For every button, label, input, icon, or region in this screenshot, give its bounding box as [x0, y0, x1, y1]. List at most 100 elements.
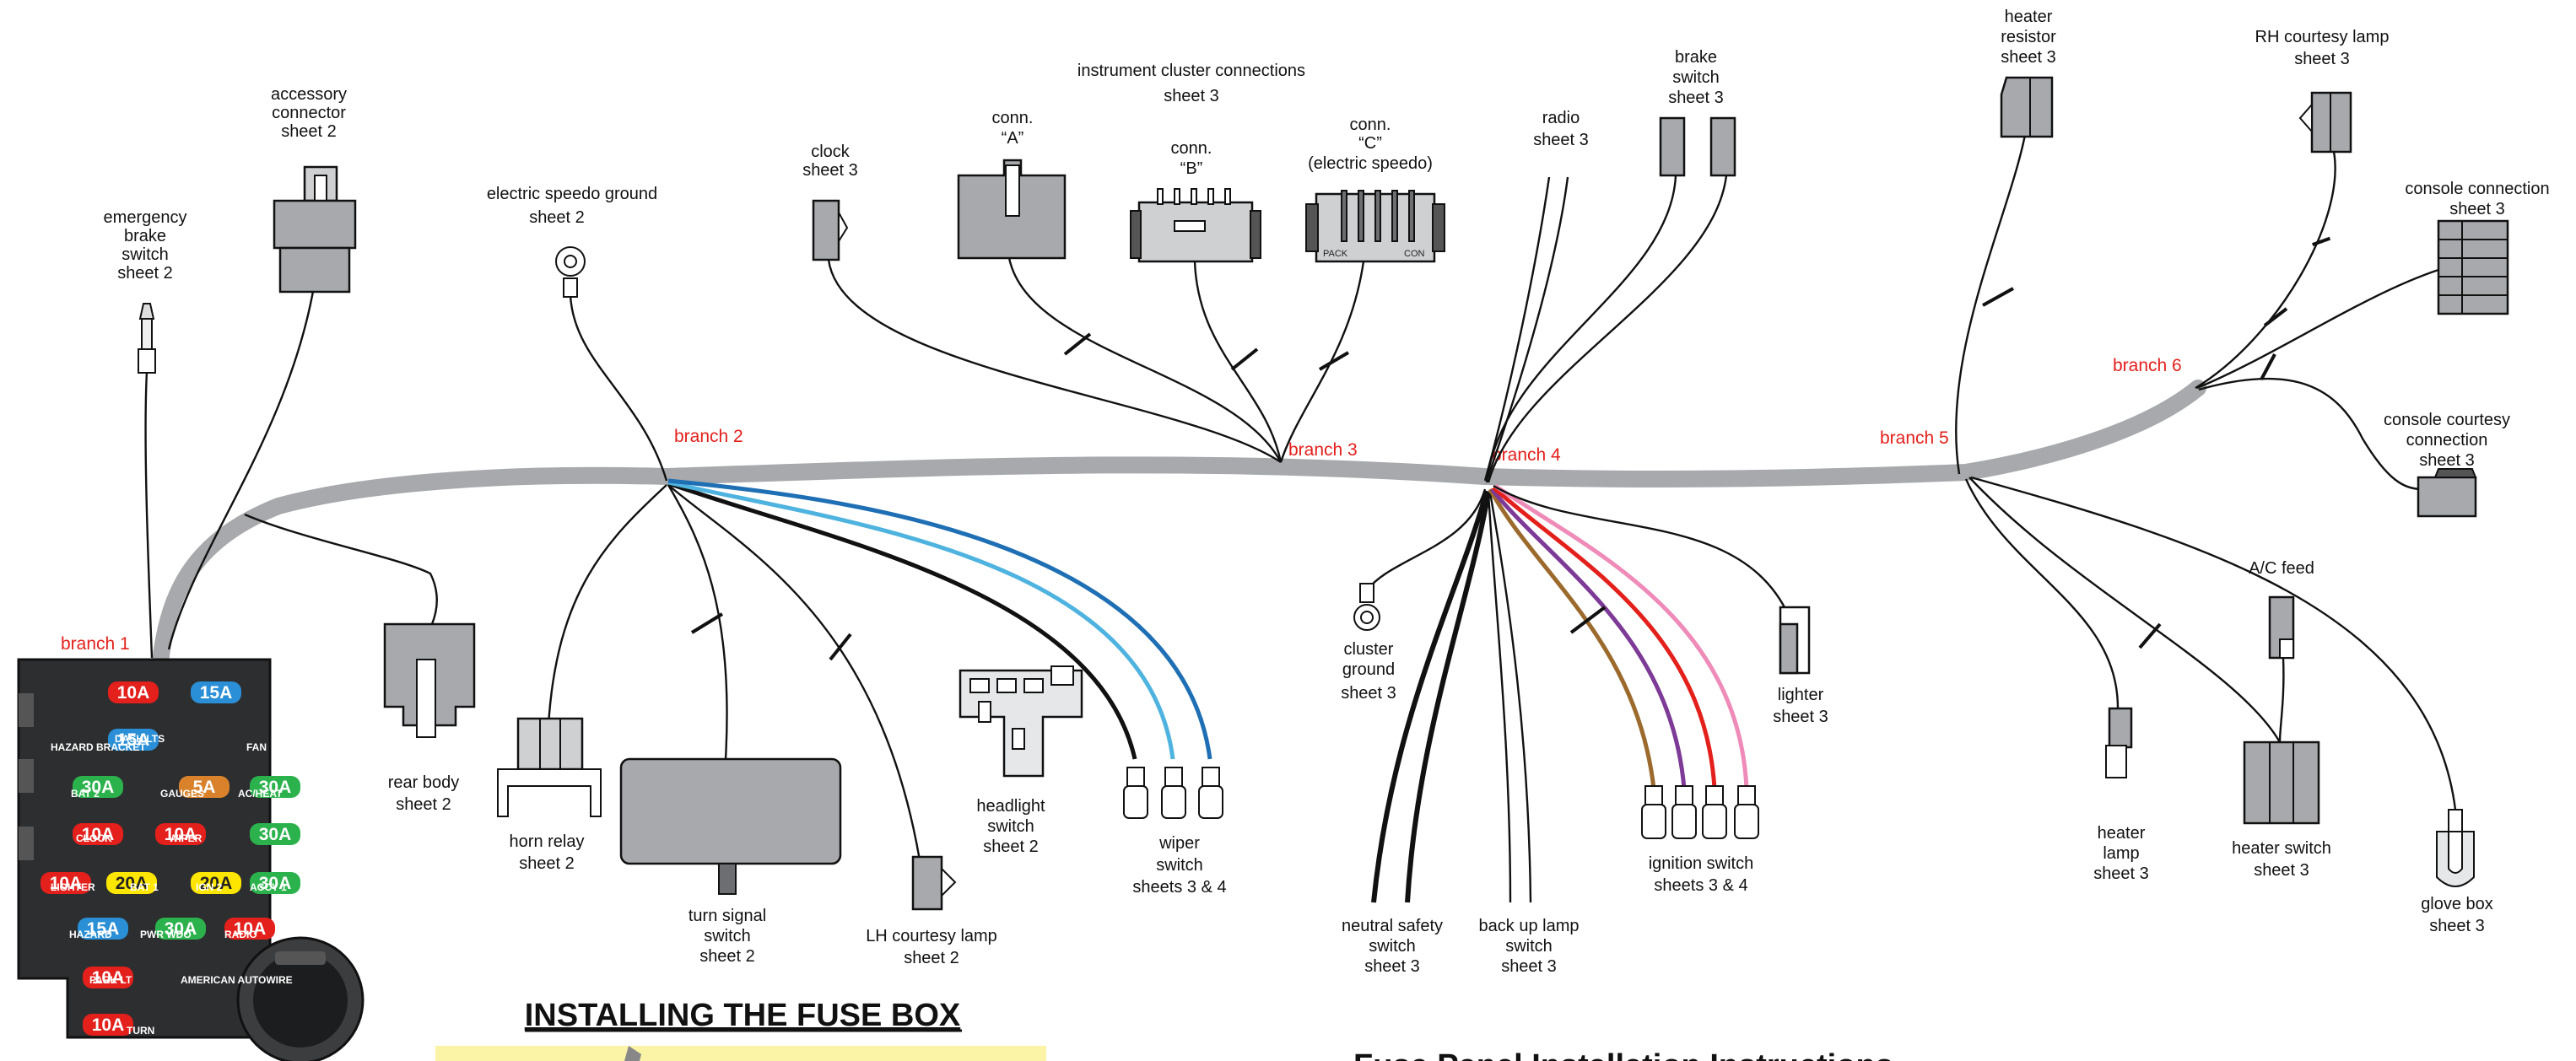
fuse-7-rating: 10A	[82, 825, 115, 844]
neutral-safety-switch: neutral safety switch sheet 3	[1342, 490, 1491, 976]
fuse-label-hazard: HAZARD	[69, 929, 112, 940]
installing-fuse-box-title: INSTALLING THE FUSE BOX	[525, 998, 961, 1033]
fuse-10	[41, 872, 91, 894]
fuse-6-rating: 30A	[259, 778, 292, 797]
headlight-switch-label-1: headlight	[976, 797, 1045, 816]
fuse-panel-instructions-title: Fuse Panel Installation Instructions	[1353, 1048, 1893, 1061]
conn-b-connector: conn. “B”	[1130, 139, 1283, 463]
lh-courtesy-lamp: LH courtesy lamp sheet 2	[667, 484, 997, 967]
turn-signal-label-1: turn signal	[689, 907, 766, 925]
ignition-switch: ignition switch sheets 3 & 4	[1488, 483, 1759, 895]
accessory-connector-label-3: sheet 2	[281, 122, 337, 141]
turn-signal-label-3: sheet 2	[699, 947, 755, 966]
fuse-1	[108, 681, 159, 703]
console-connection-label-2: sheet 3	[2449, 200, 2505, 218]
emergency-brake-label-1: emergency	[104, 208, 187, 227]
conn-c-pin-con: CON	[1404, 249, 1425, 259]
console-courtesy-label-2: connection	[2406, 431, 2488, 450]
fuse-label-lighter: LIGHTER	[51, 881, 95, 893]
cluster-ground-label-1: cluster	[1344, 640, 1394, 659]
ac-feed-label: A/C feed	[2249, 559, 2314, 578]
clock-connector: clock sheet 3	[802, 143, 1282, 464]
fuse-15	[155, 918, 206, 940]
main-harness-trunk	[152, 380, 2206, 671]
branch-2-label: branch 2	[674, 427, 743, 446]
fuse-2-rating: 15A	[200, 683, 233, 703]
fuse-6	[250, 776, 300, 798]
fuse-label-ac-heat: AC/HEAT	[238, 788, 283, 800]
fuse-7	[73, 823, 123, 845]
conn-a-connector: conn. “A”	[957, 109, 1283, 463]
rear-body-label-1: rear body	[388, 773, 460, 792]
fuse-label-american-autowire: AMERICAN AUTOWIRE	[181, 974, 293, 986]
emergency-brake-label-3: switch	[122, 245, 169, 264]
fuse-label-dash-lts: DASH LTS	[115, 733, 165, 745]
wiper-switch-label-1: wiper	[1158, 834, 1200, 853]
rear-body-connector: rear body sheet 2	[244, 513, 476, 814]
glove-box-lamp: glove box sheet 3	[1970, 476, 2493, 935]
accessory-connector: accessory connector sheet 2	[167, 85, 357, 650]
fuse-8-rating: 10A	[165, 825, 197, 844]
neutral-safety-label-1: neutral safety	[1342, 917, 1443, 935]
instrument-cluster-label-2: sheet 3	[1164, 87, 1219, 105]
lighter-label-1: lighter	[1778, 686, 1824, 704]
fuse-label-fan: FAN	[246, 741, 267, 753]
fuse-label-clock: CLOCK	[76, 832, 112, 844]
back-up-lamp-label-3: sheet 3	[1501, 957, 1557, 976]
brake-switch-label-2: switch	[1672, 68, 1720, 87]
fuse-1-rating: 10A	[117, 683, 150, 703]
brake-switch-label-3: sheet 3	[1668, 89, 1724, 107]
ignition-switch-label-1: ignition switch	[1649, 854, 1754, 873]
heater-resistor-label-3: sheet 3	[2001, 48, 2056, 67]
branch-4-label: branch 4	[1492, 445, 1561, 465]
rh-courtesy-lamp: RH courtesy lamp sheet 3	[2195, 28, 2389, 390]
back-up-lamp-label-1: back up lamp	[1479, 917, 1580, 935]
turn-signal-switch: turn signal switch sheet 2	[619, 484, 842, 966]
back-up-lamp-switch: back up lamp switch sheet 3	[1479, 492, 1580, 976]
fuse-label-bat-1: BAT 1	[130, 881, 159, 893]
headlight-switch: headlight switch sheet 2	[959, 665, 1083, 856]
horn-relay-label-1: horn relay	[510, 832, 585, 851]
fuse-3	[108, 729, 159, 751]
back-up-lamp-label-2: switch	[1505, 937, 1553, 956]
cluster-ground-label-3: sheet 3	[1341, 684, 1396, 703]
radio-wires: radio sheet 3	[1483, 109, 1589, 482]
cluster-ground-label-2: ground	[1342, 660, 1395, 679]
lh-courtesy-lamp-label-1: LH courtesy lamp	[866, 927, 997, 945]
radio-label-1: radio	[1542, 109, 1580, 127]
ac-feed: A/C feed	[1968, 477, 2314, 743]
fuse-label-park-lt: PARK LT	[89, 974, 132, 986]
fuse-4-rating: 30A	[82, 778, 115, 797]
heater-lamp-label-3: sheet 3	[2093, 864, 2149, 883]
console-courtesy-label-1: console courtesy	[2384, 411, 2510, 429]
fuse-3-rating: 15A	[117, 730, 150, 750]
turn-signal-label-2: switch	[704, 927, 751, 945]
fuse-16	[224, 918, 275, 940]
fuse-17	[83, 967, 133, 988]
branch-5-label: branch 5	[1880, 428, 1949, 448]
heater-resistor: heater resistor sheet 3	[1955, 8, 2056, 475]
console-connection: console connection sheet 3	[2196, 180, 2550, 390]
console-courtesy-connection: console courtesy connection sheet 3	[2198, 353, 2510, 518]
horn-relay: horn relay sheet 2	[497, 484, 667, 873]
emergency-brake-label-4: sheet 2	[117, 264, 173, 283]
fuse-11-rating: 20A	[116, 874, 149, 893]
speedo-ground-label-1: electric speedo ground	[487, 185, 657, 203]
brake-switch: brake switch sheet 3	[1485, 48, 1736, 483]
electric-speedo-ground: electric speedo ground sheet 2	[487, 185, 668, 482]
fuse-label-turn: TURN	[127, 1025, 154, 1037]
fuse-label-pwr-wdo: PWR WDO	[140, 929, 192, 940]
wiper-switch-label-2: switch	[1156, 856, 1203, 875]
heater-resistor-label-2: resistor	[2001, 28, 2056, 46]
wiper-switch: wiper switch sheets 3 & 4	[667, 478, 1227, 897]
conn-c-connector: PACK CON conn. “C” (electric speedo)	[1279, 116, 1445, 463]
clock-label-1: clock	[811, 143, 851, 161]
fuse-16-rating: 10A	[234, 919, 267, 939]
fuse-5	[179, 776, 230, 798]
fuse-18-rating: 10A	[92, 1015, 125, 1035]
heater-lamp: heater lamp sheet 3	[1964, 478, 2162, 883]
horn-relay-label-2: sheet 2	[519, 854, 575, 873]
rear-body-label-2: sheet 2	[396, 795, 451, 814]
emergency-brake-label-2: brake	[124, 227, 166, 245]
